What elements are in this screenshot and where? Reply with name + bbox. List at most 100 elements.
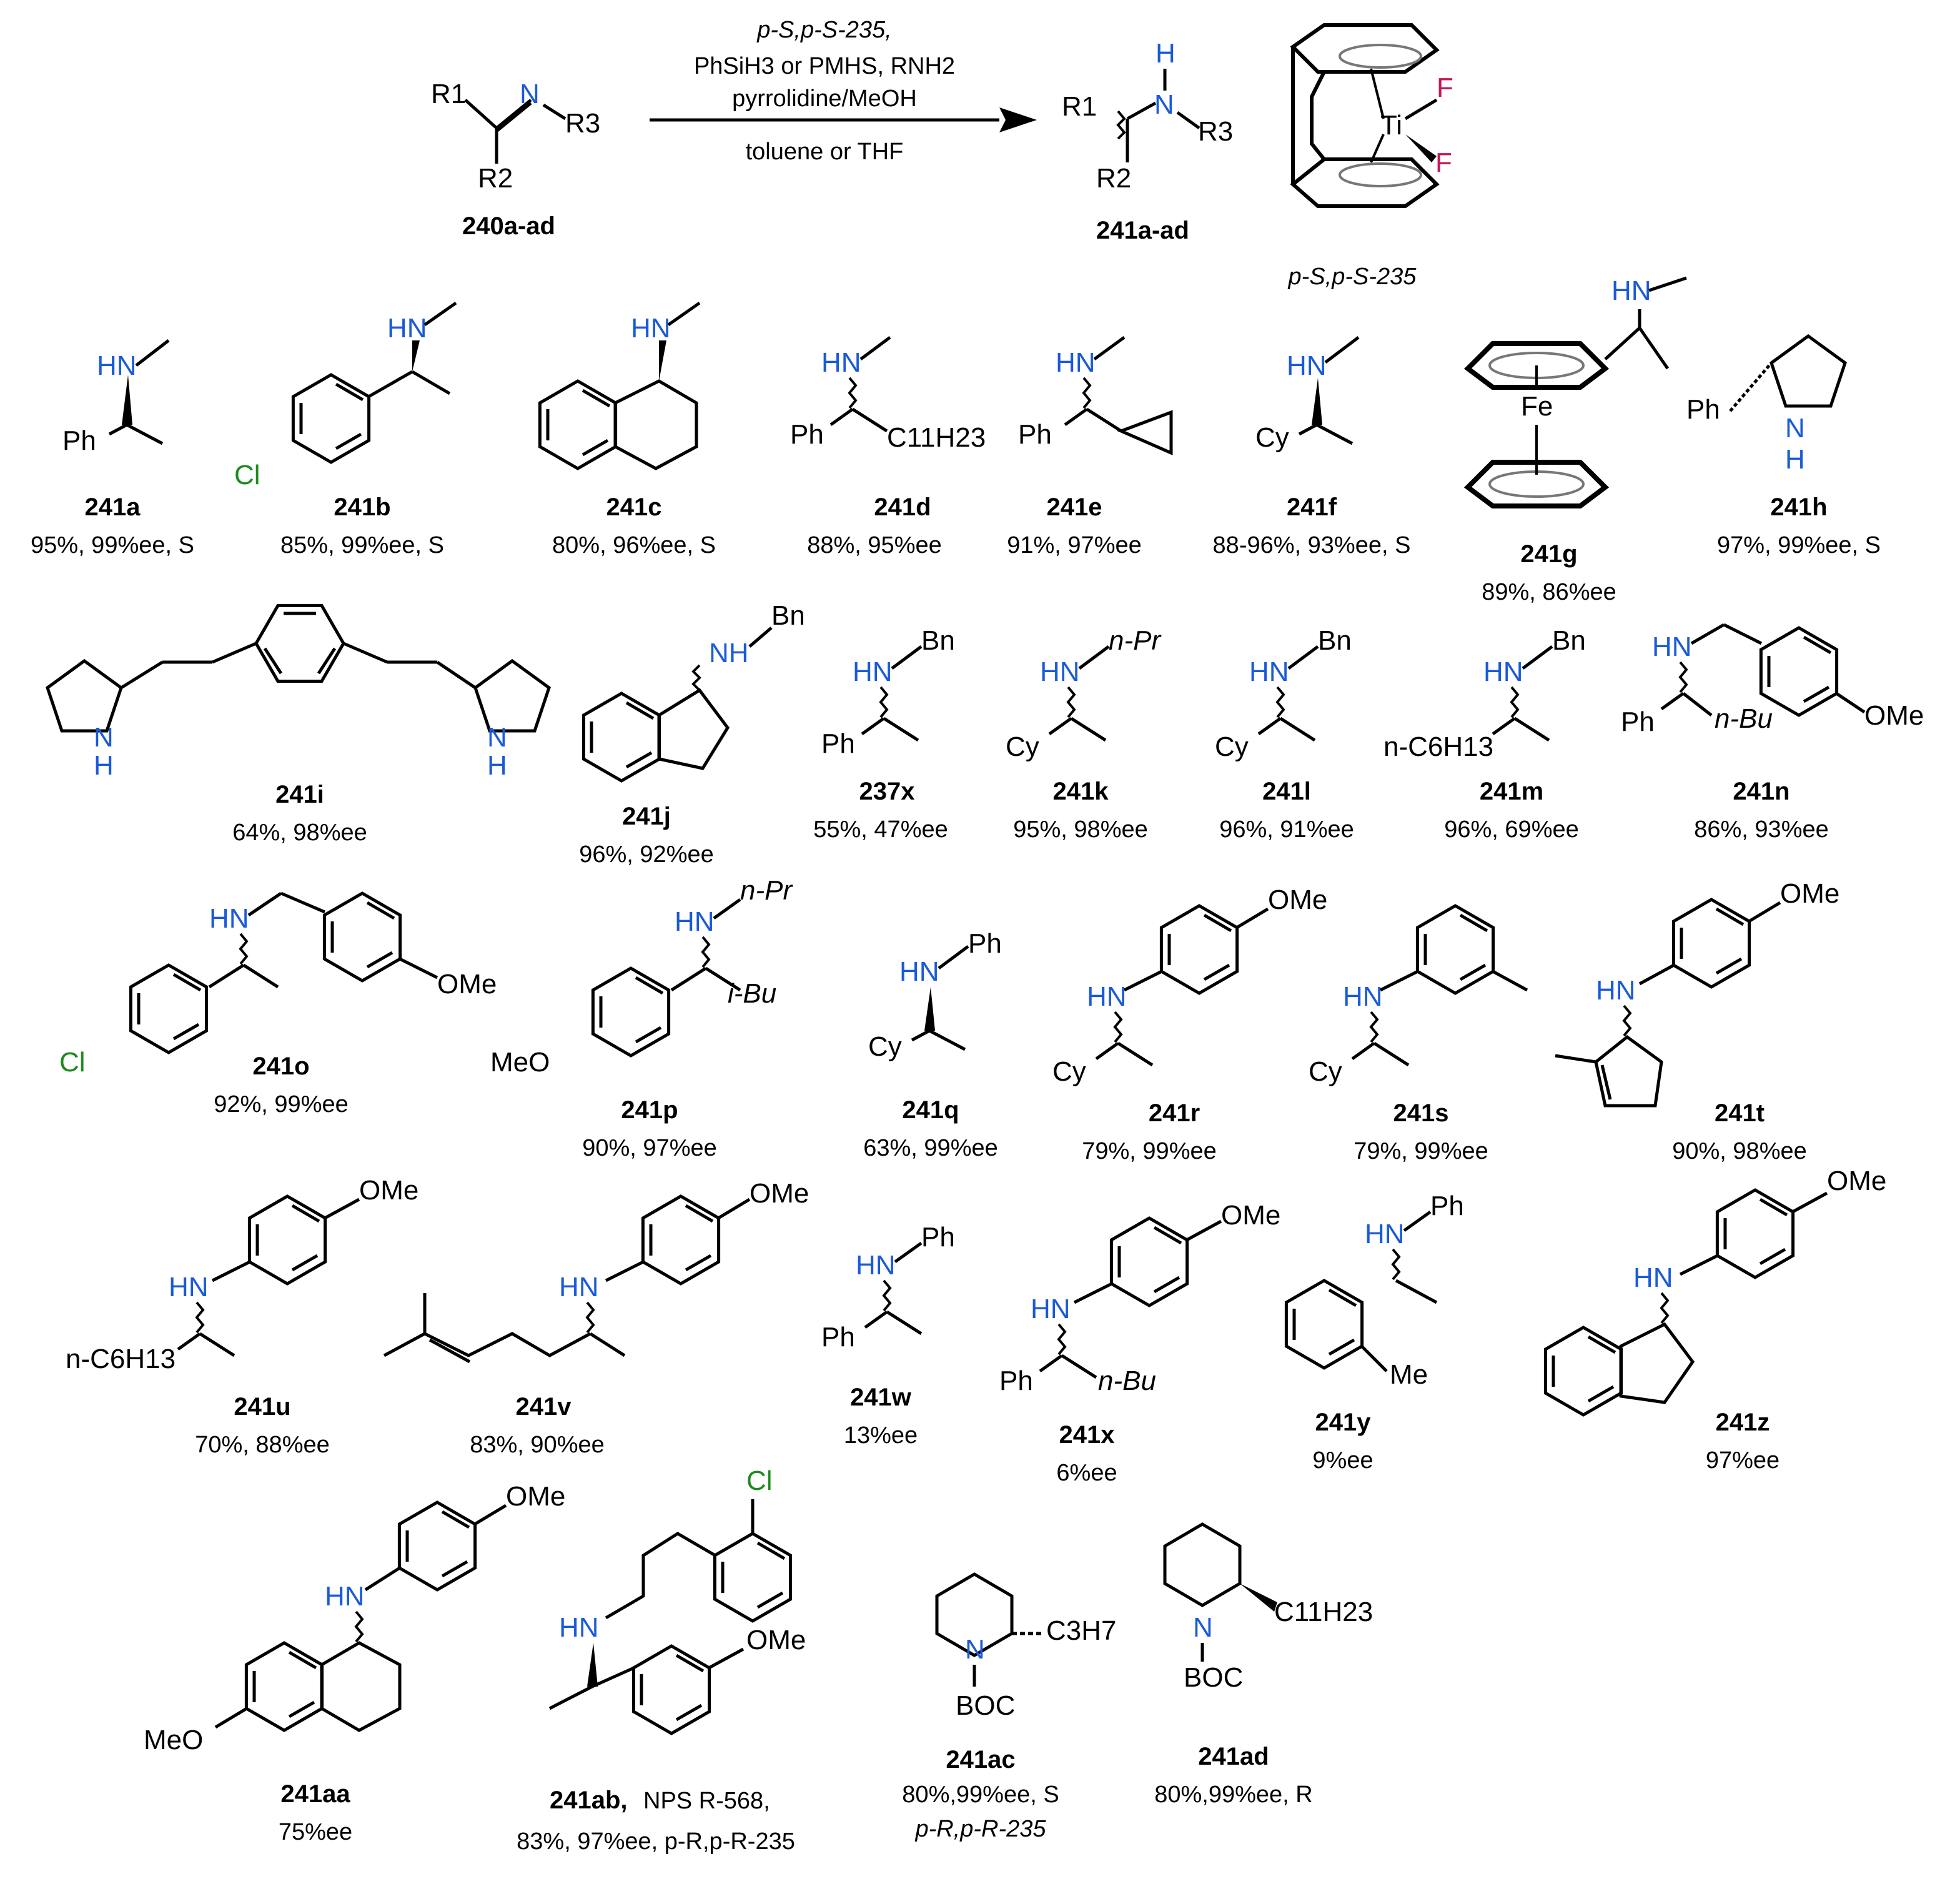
compound-id: 241d: [874, 493, 931, 521]
compound-241aa: OMe HN MeO 241aa 75%ee: [144, 1481, 565, 1845]
hn-label: HN: [1040, 657, 1080, 687]
compound-241u: OMe HN n-C6H13 241u 70%, 88%ee: [66, 1175, 418, 1458]
compound-241w: HN Ph Ph 241w 13%ee: [821, 1222, 955, 1449]
compound-241b: Cl HN 241b 85%, 99%ee, S: [234, 301, 457, 558]
compound-id: 241r: [1149, 1099, 1200, 1127]
fluorine-label-1: F: [1437, 72, 1453, 103]
h-label: H: [487, 750, 507, 781]
ibu-label: i-Bu: [728, 978, 776, 1009]
ph-label: Ph: [1621, 706, 1655, 737]
hn-label: HN: [1633, 1262, 1673, 1293]
compound-result-2: 83%, 97%ee, p-R,p-R-235: [517, 1828, 795, 1855]
compound-result: 55%, 47%ee: [813, 816, 948, 843]
r3-label: R3: [565, 108, 600, 139]
compound-241n: HN OMe Ph n-Bu 241n 86%, 93%ee: [1621, 623, 1924, 843]
product-r2: R2: [1096, 163, 1131, 194]
ome-label: OMe: [359, 1175, 418, 1206]
compound-result: 75%ee: [279, 1819, 352, 1845]
compound-id: 237x: [859, 778, 915, 805]
ome-label: OMe: [1221, 1200, 1280, 1231]
boc-label: BOC: [1184, 1662, 1243, 1693]
compound-result: 97%, 99%ee, S: [1717, 532, 1881, 558]
hn-label: HN: [1056, 347, 1096, 378]
compound-id: 241c: [606, 493, 662, 521]
product-amine: R1 N H R3 R2 241a-ad: [1062, 38, 1233, 244]
compound-241m: HN Bn n-C6H13 241m 96%, 69%ee: [1383, 625, 1586, 843]
cy-label: Cy: [1006, 731, 1039, 762]
r1-label: R1: [431, 79, 466, 109]
cy-label: Cy: [1255, 422, 1289, 453]
ph-label: Ph: [821, 1322, 855, 1352]
condition-line-1: p-S,p-S-235,: [756, 17, 891, 43]
compound-result: 90%, 97%ee: [582, 1135, 717, 1161]
bn-label: Bn: [1552, 625, 1586, 656]
compound-241ac: N N C3H7 BOC 241ac 80%,99%ee, S p-R,p-R-…: [902, 1572, 1117, 1842]
compound-id: 241a: [85, 493, 141, 521]
compound-result: 96%, 92%ee: [579, 841, 714, 868]
compound-241f: HN Cy 241f 88-96%, 93%ee, S: [1213, 336, 1410, 558]
hn-label: HN: [97, 350, 137, 381]
alkyl-label: C11H23: [1274, 1597, 1373, 1627]
compound-id: 241ad: [1198, 1743, 1269, 1770]
hn-label: HN: [1249, 657, 1289, 687]
hn-label: HN: [1483, 657, 1523, 687]
ome-label: OMe: [746, 1625, 806, 1655]
ome-label: OMe: [1827, 1166, 1886, 1196]
bn-label: Bn: [1318, 625, 1352, 656]
compound-id: 241k: [1053, 778, 1109, 805]
compound-id: 241x: [1059, 1421, 1115, 1449]
titanium-label: Ti: [1380, 110, 1402, 141]
compound-result: 64%, 98%ee: [232, 820, 367, 846]
fluorine-label-2: F: [1435, 147, 1452, 178]
compound-id: 241i: [275, 781, 324, 808]
compound-result: 90%, 98%ee: [1672, 1138, 1807, 1164]
reaction-arrow: p-S,p-S-235, PhSiH3 or PMHS, RNH2 pyrrol…: [650, 17, 1037, 165]
compound-id: 241z: [1716, 1409, 1770, 1436]
ome-label: OMe: [506, 1481, 565, 1512]
compound-241g: Fe HN 241g 89%, 86%ee: [1468, 275, 1687, 605]
cl-label: Cl: [746, 1465, 773, 1496]
compound-id: 241q: [902, 1096, 959, 1124]
compound-241ab: Cl HN OMe 241ab, NPS R-568, 83%, 97%ee, …: [517, 1465, 806, 1855]
ph-label: Ph: [821, 728, 855, 759]
compound-241v: OMe HN 241v 83%, 90%ee: [383, 1178, 809, 1458]
compound-id: 241h: [1770, 493, 1827, 521]
condition-line-2: PhSiH3 or PMHS, RNH2: [694, 53, 955, 79]
boc-label: BOC: [956, 1690, 1015, 1721]
compound-id: 241aa: [280, 1780, 350, 1808]
compound-result: 91%, 97%ee: [1007, 532, 1142, 558]
npr-label: n-Pr: [740, 875, 793, 906]
hn-label: HN: [821, 347, 861, 378]
compound-result-2: p-R,p-R-235: [914, 1816, 1046, 1842]
hn-label: HN: [675, 906, 715, 937]
compound-id: 241j: [622, 803, 671, 830]
compound-241o: HN OMe Cl 241o 92%, 99%ee: [59, 893, 497, 1118]
ph-label: Ph: [1686, 394, 1720, 425]
ome-label: OMe: [437, 969, 497, 999]
compound-241p: HN n-Pr i-Bu MeO 241p 90%, 97%ee: [490, 875, 793, 1161]
catalyst-label: p-S,p-S-235: [1288, 264, 1417, 290]
hn-label: HN: [1596, 975, 1636, 1006]
n-label: N: [1193, 1612, 1213, 1643]
hexyl-label: n-C6H13: [66, 1344, 176, 1374]
compound-result: 79%, 99%ee: [1082, 1138, 1217, 1164]
cy-label: Cy: [1309, 1056, 1342, 1087]
compound-id: 241u: [234, 1393, 290, 1420]
cy-label: Cy: [1052, 1056, 1086, 1087]
ph-label: Ph: [1018, 419, 1052, 450]
compound-id: 241l: [1262, 778, 1311, 805]
me-label: Me: [1390, 1359, 1428, 1390]
ph-label: Ph: [62, 425, 96, 456]
hn-label: HN: [1031, 1294, 1071, 1324]
hn-label: HN: [1365, 1219, 1405, 1249]
ome-label: OMe: [1864, 700, 1924, 731]
cl-label: Cl: [234, 460, 260, 490]
bn-label: Bn: [771, 600, 805, 631]
n-label: N: [965, 1634, 985, 1665]
compound-id: 241n: [1733, 778, 1789, 805]
ome-label: OMe: [1780, 878, 1839, 909]
compound-result: 6%ee: [1056, 1460, 1117, 1486]
r2-label: R2: [478, 163, 513, 194]
imine-nitrogen: N: [520, 79, 540, 109]
nbu-label: n-Bu: [1098, 1366, 1156, 1396]
